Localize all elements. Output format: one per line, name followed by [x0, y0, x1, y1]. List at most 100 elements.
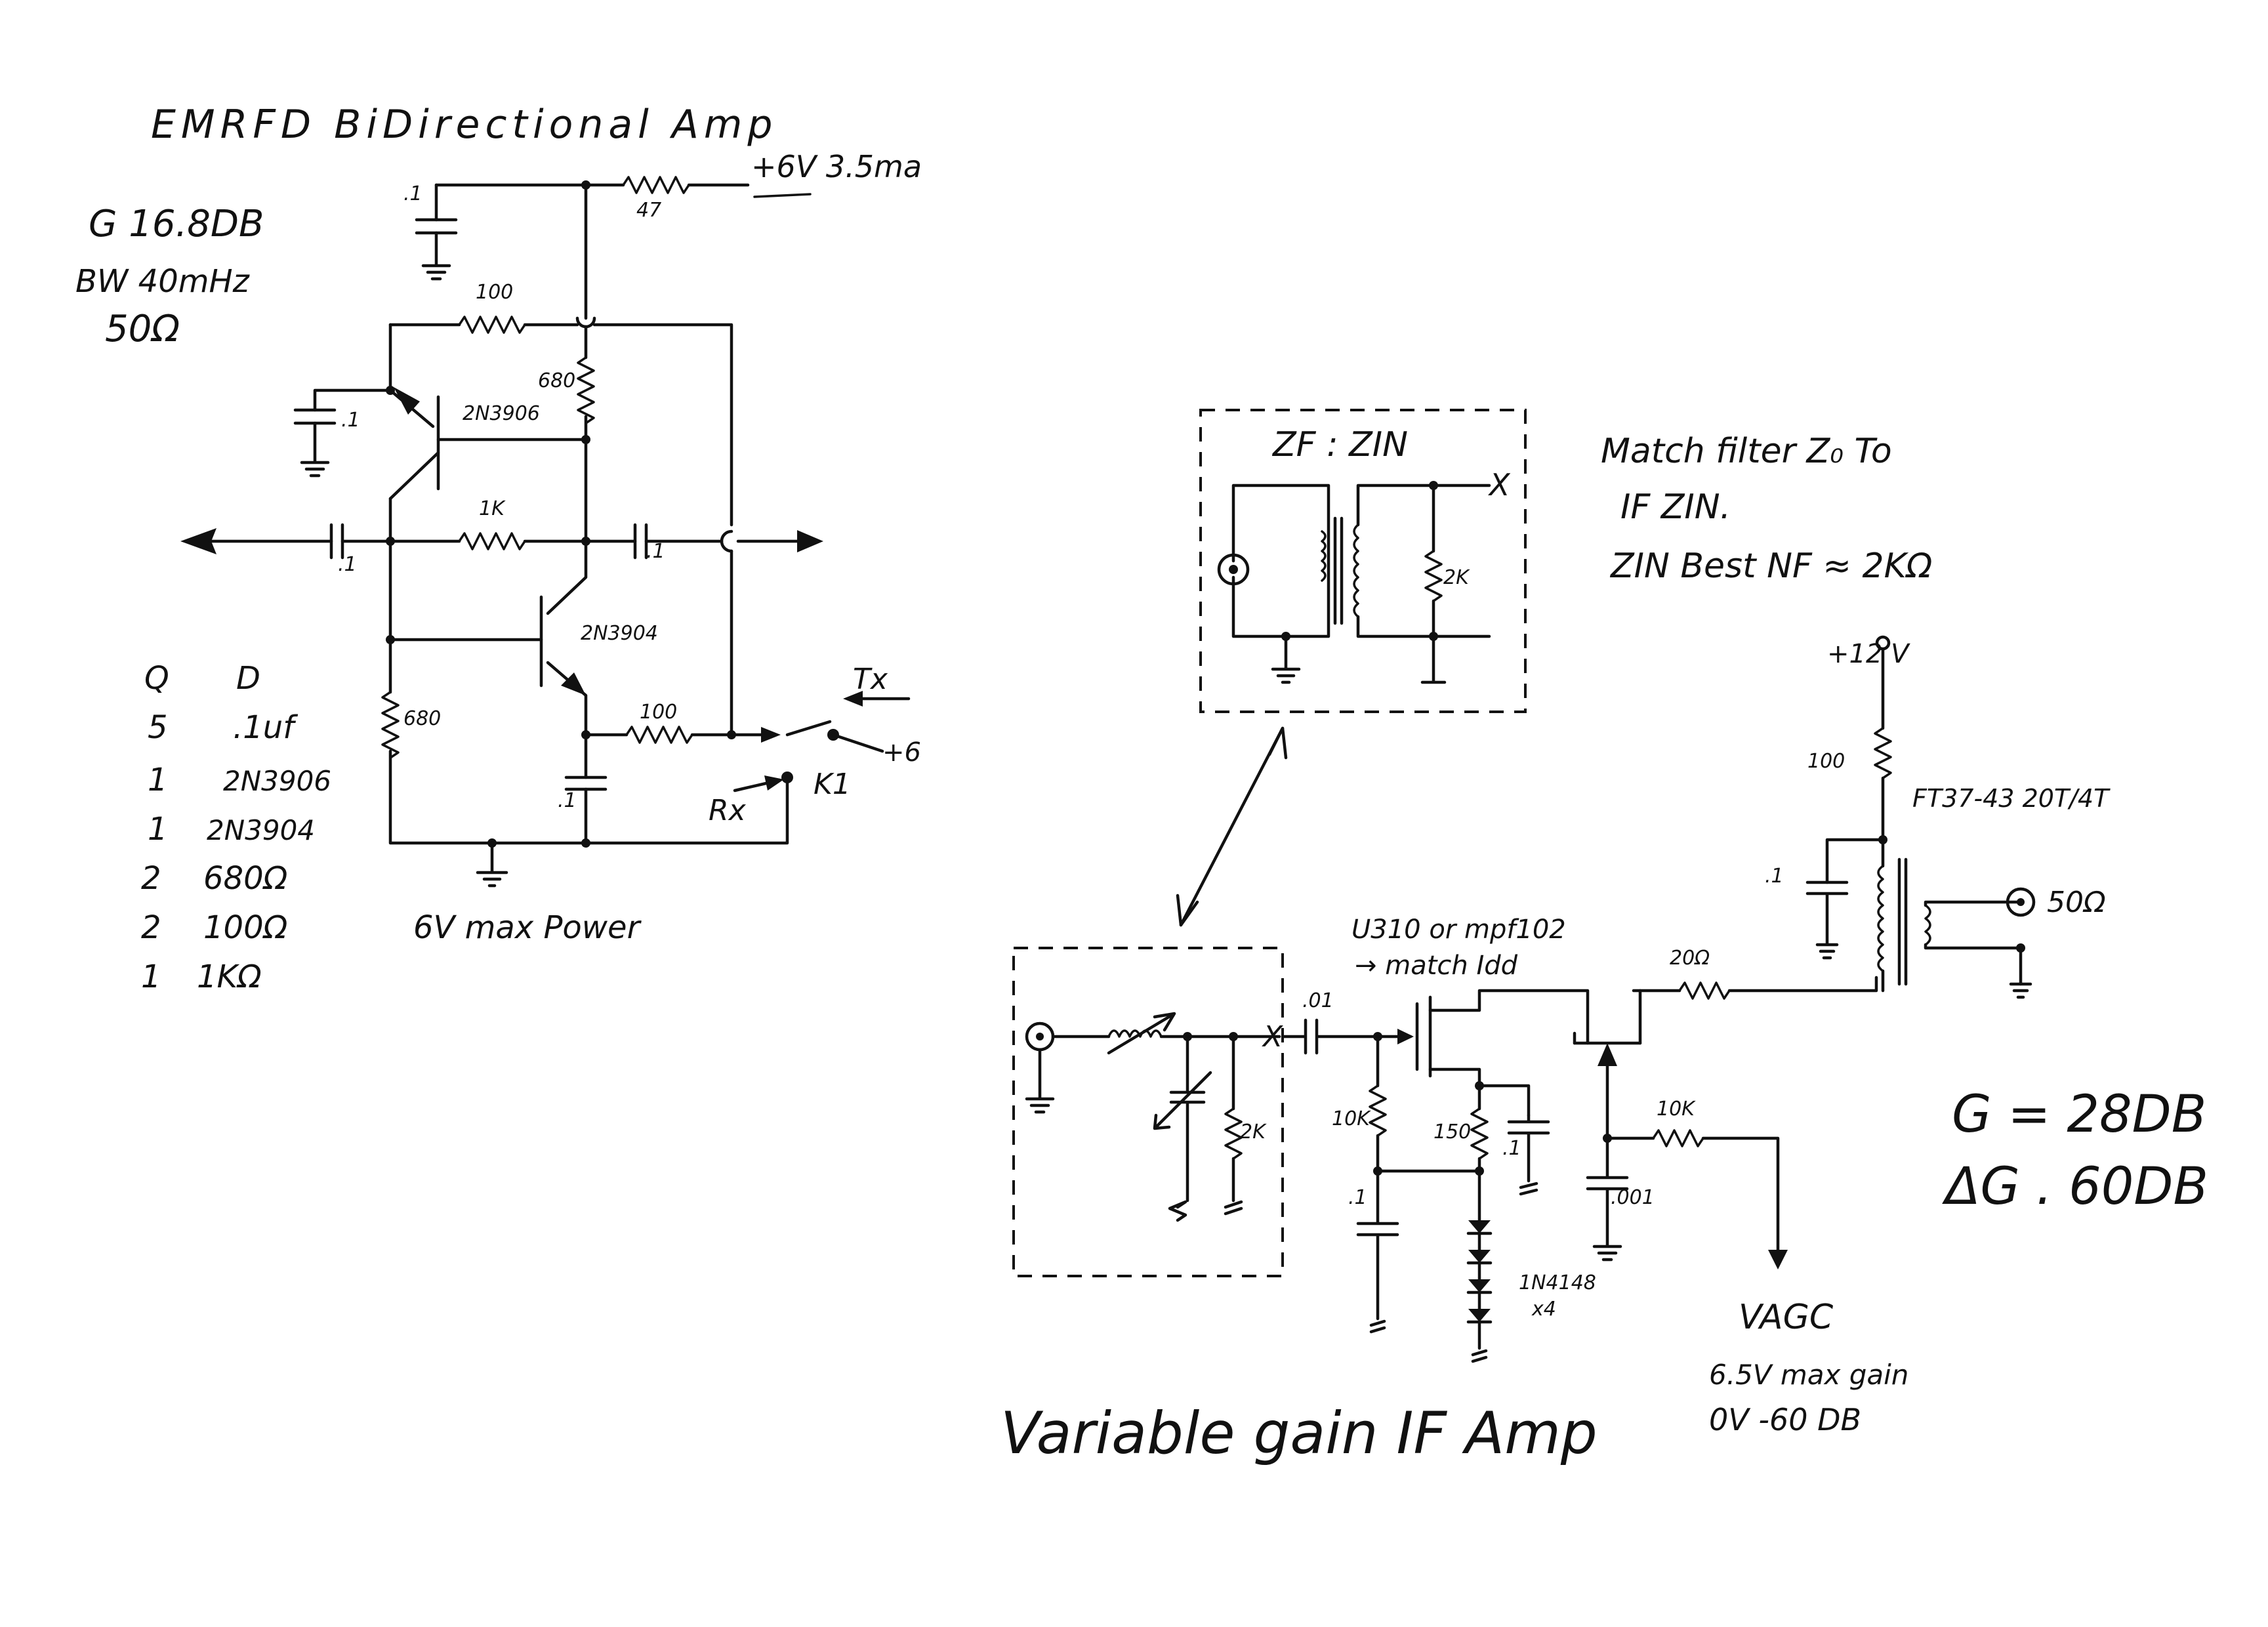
- bom-desc: 2N3904: [207, 814, 315, 846]
- r1k: [458, 532, 526, 550]
- bom-qty: 1: [141, 958, 161, 995]
- c-emit-label: .1: [558, 789, 577, 812]
- emitter-capacitor: .1: [558, 733, 608, 848]
- fet-input: [1415, 989, 1590, 1117]
- r2k-label: 2K: [1240, 1121, 1267, 1143]
- filter-box-title: ZF : ZIN: [1271, 425, 1408, 464]
- q-pnp-label: 2N3906: [463, 402, 540, 425]
- agc-max-label: 6.5V max gain: [1709, 1359, 1908, 1391]
- filter-x-label: X: [1488, 467, 1511, 503]
- bom-row: 2 100Ω: [141, 909, 288, 946]
- r150-label: 150: [1433, 1121, 1471, 1143]
- agc-label: VAGC: [1739, 1298, 1834, 1337]
- bom-row: 2 680Ω: [141, 860, 288, 897]
- bidir-title: EMRFD BiDirectional Amp: [151, 102, 777, 148]
- bom-qty: 1: [148, 811, 168, 848]
- match-note-line1: Match filter Z₀ To: [1601, 432, 1892, 471]
- c-bypass-if-label: .1: [1765, 865, 1784, 888]
- bom-qty: 2: [141, 909, 161, 946]
- ground-bidir: [476, 841, 508, 888]
- gain-label: G = 28DB: [1952, 1085, 2206, 1144]
- r10k-agc-label: 10K: [1657, 1098, 1696, 1121]
- c-bypass-label: .1: [403, 182, 423, 205]
- agc-min-label: 0V -60 DB: [1709, 1402, 1861, 1437]
- c-agc-label: .001: [1611, 1186, 1655, 1209]
- variable-inductor-arrow: [1107, 1012, 1176, 1055]
- bom-desc: 1KΩ: [197, 958, 262, 995]
- c-in-label-if: .01: [1302, 989, 1334, 1012]
- fet-note-line1: U310 or mpf102: [1351, 915, 1566, 945]
- x-marker: X: [1262, 1020, 1283, 1054]
- input-arrow: [180, 528, 216, 554]
- q-npn-label: 2N3904: [581, 622, 658, 645]
- c-src-label: .1: [1502, 1137, 1521, 1160]
- match-note-line3: ZIN Best NF ≈ 2KΩ: [1609, 546, 1933, 586]
- match-note-line2: IF ZIN.: [1620, 487, 1731, 527]
- bom-header-q: Q: [144, 660, 169, 697]
- bom-row: 1 2N3904: [148, 811, 315, 848]
- bom-desc: 2N3906: [223, 765, 331, 797]
- c-out-label: .1: [646, 540, 665, 563]
- relay-label: K1: [814, 768, 851, 801]
- plus6-label: +6: [882, 737, 921, 768]
- r20-label: 20Ω: [1670, 947, 1710, 970]
- bom-table: Q D 5 .1uf 1 2N3906 1 2N3904 2 680Ω 2 10…: [141, 660, 331, 995]
- r100-top-label: 100: [476, 281, 513, 304]
- transistor-2n3904: 2N3904: [388, 539, 658, 737]
- filter-r-label: 2K: [1443, 566, 1470, 589]
- r100-if-label: 100: [1807, 750, 1845, 773]
- plus12-label: +12 V: [1827, 639, 1910, 669]
- bom-desc: 100Ω: [203, 909, 288, 946]
- zoom-arrow: [1176, 726, 1288, 927]
- r100-bottom: [625, 726, 693, 744]
- r680-bottom-label: 680: [403, 707, 441, 730]
- bom-row: 5 .1uf: [148, 709, 298, 746]
- bom-desc: 680Ω: [203, 860, 288, 897]
- transistor-2n3906: 2N3906: [386, 323, 588, 501]
- r47-label: 47: [636, 199, 661, 222]
- spec-gain: G 16.8DB: [89, 203, 264, 245]
- bom-qty: 1: [148, 762, 168, 798]
- bom-row: 1 2N3906: [148, 762, 331, 798]
- filter-box: ZF : ZIN 2K X: [1199, 409, 1527, 713]
- relay-k1: Tx +6 Rx K1: [709, 663, 921, 827]
- diode-stack: 1N4148 x4: [1466, 1220, 1596, 1363]
- input-tuned-box: 2K X: [1012, 947, 1284, 1277]
- gain-range-label: ΔG . 60DB: [1942, 1157, 2208, 1216]
- spec-impedance: 50Ω: [105, 308, 180, 350]
- bidirectional-amp: EMRFD BiDirectional Amp G 16.8DB BW 40mH…: [75, 102, 922, 995]
- xfmr-label: FT37-43 20T/4T: [1912, 784, 2111, 813]
- output-transformer: 50Ω: [1877, 838, 2106, 999]
- bom-header-d: D: [236, 660, 260, 697]
- spec-bandwidth: BW 40mHz: [75, 263, 251, 300]
- if-amp: ZF : ZIN 2K X Match filter Z₀ To I: [1000, 409, 2208, 1467]
- output-connector-icon: [2006, 887, 2036, 917]
- pnp-base-capacitor: .1: [293, 388, 392, 478]
- bom-desc: .1uf: [233, 709, 298, 746]
- diodes-count: x4: [1531, 1298, 1556, 1321]
- supply-rail: 47 +6V 3.5ma: [434, 149, 922, 222]
- bom-row: 1 1KΩ: [141, 958, 262, 995]
- r680-top-label: 680: [538, 369, 575, 392]
- c-in-label: .1: [338, 553, 357, 576]
- r100-top: [458, 316, 526, 334]
- r680-top: [577, 356, 595, 424]
- rx-label: Rx: [709, 794, 747, 827]
- signal-path: .1 1K .1: [180, 497, 823, 737]
- r680-bottom: [381, 691, 400, 759]
- power-note: 6V max Power: [413, 909, 642, 946]
- output-arrow: [797, 530, 823, 552]
- bypass-capacitor: .1: [403, 182, 458, 281]
- if-amp-title: Variable gain IF Amp: [1000, 1399, 1598, 1467]
- bom-qty: 2: [141, 860, 161, 897]
- supply-label: +6V 3.5ma: [751, 149, 922, 184]
- bom-qty: 5: [148, 709, 168, 746]
- c-pnp-base-label: .1: [341, 409, 360, 432]
- source-connector-icon: [1217, 553, 1250, 586]
- r10k-gate-label: 10K: [1332, 1107, 1371, 1130]
- r1k-label: 1K: [479, 497, 506, 520]
- r100-bottom-label: 100: [640, 701, 677, 724]
- diodes-label: 1N4148: [1519, 1271, 1596, 1294]
- c-gate-label: .1: [1348, 1186, 1367, 1209]
